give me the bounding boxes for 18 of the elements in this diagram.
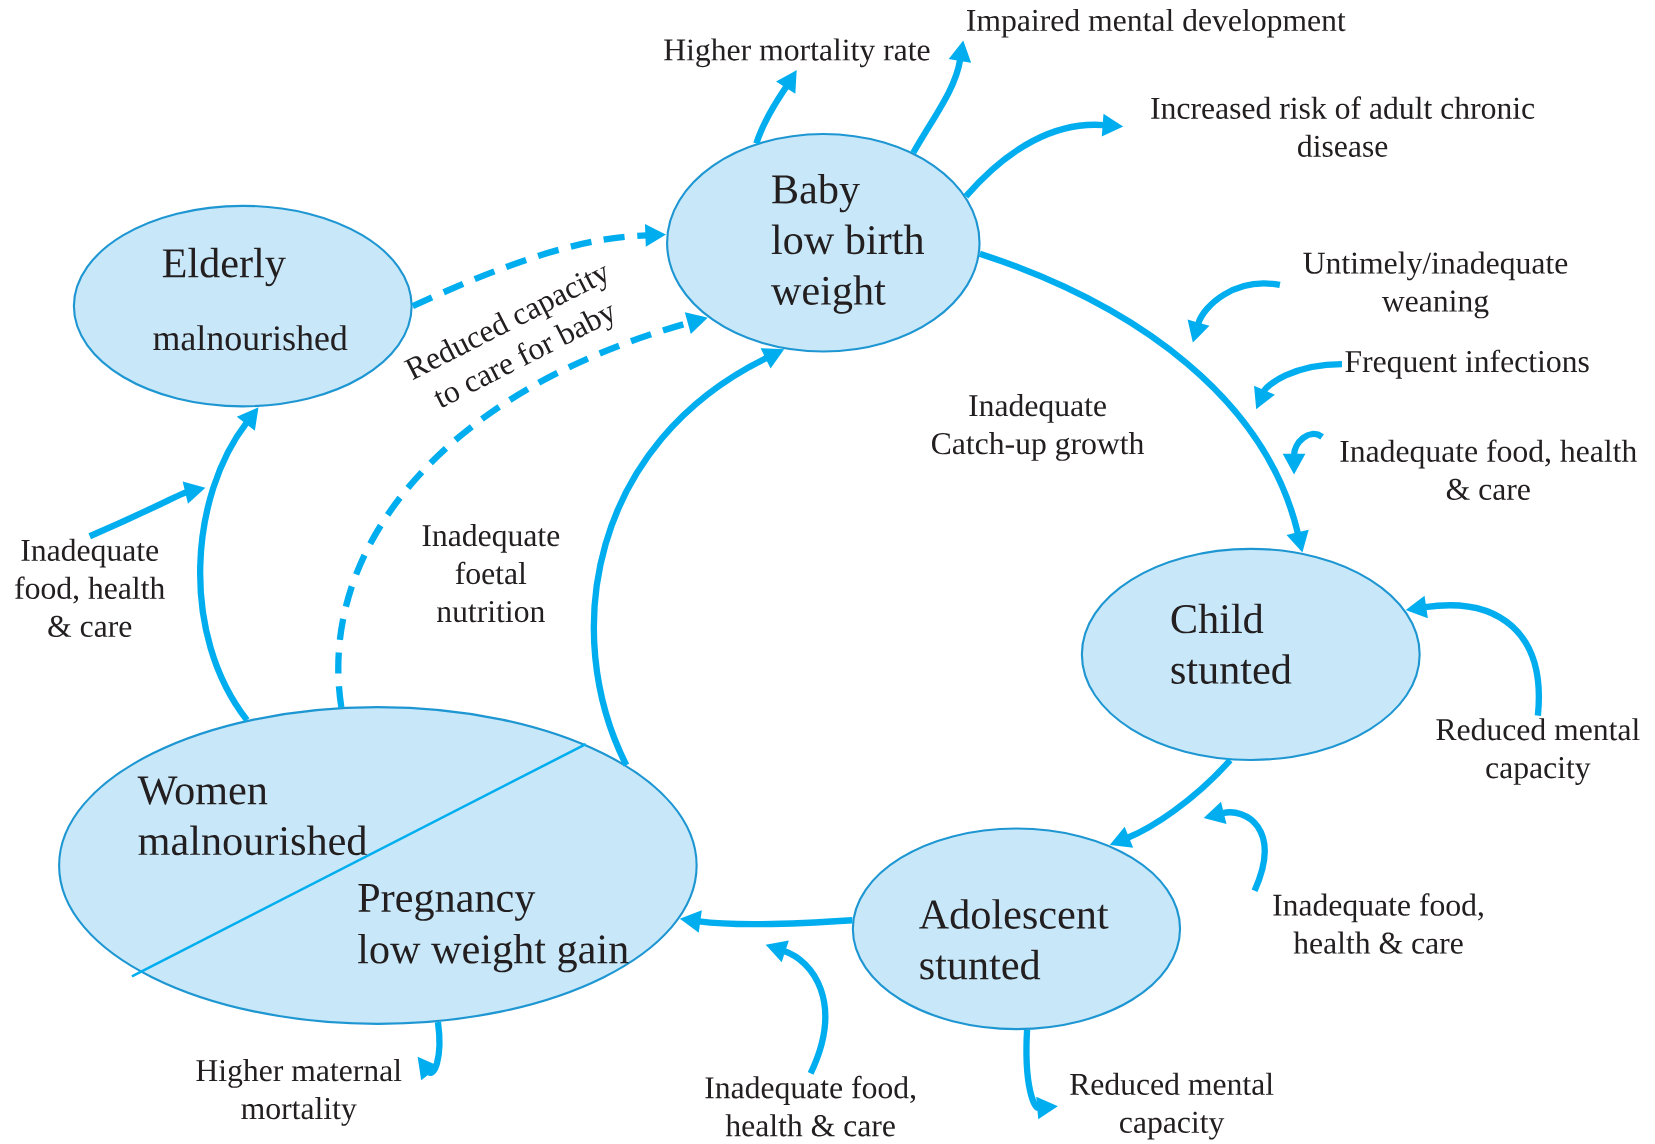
ellipse-node: Baby low birth weight [666,132,981,353]
ellipse-node: Adolescent stunted [851,827,1182,1031]
note-text: Higher mortality rate [664,38,930,68]
note-text: Higher maternal mortality [196,1059,402,1126]
note-text: Inadequate food, health & care [15,538,165,637]
ellipse-node: Child stunted [1080,547,1421,761]
note-text: Inadequate food, health & care [1273,893,1483,954]
note-text: Frequent infections [1345,349,1589,379]
note-text: Reduced mental capacity [1070,1072,1274,1140]
note-text: Inadequate food, health & care [1340,439,1637,500]
label-text: Inadequate foetal nutrition [422,523,560,623]
note-text: Inadequate food, health & care [705,1075,916,1137]
ellipse-node: Women malnourished Pregnancy low weight gain [58,706,698,1025]
label-text: Inadequate Catch-up growth [932,394,1144,461]
note-text: Increased risk of adult chronic disease [1151,96,1535,157]
note-text: Untimely/inadequate weaning [1303,251,1568,319]
note-text: Impaired mental development [967,8,1346,38]
note-text: Reduced mental capacity [1436,718,1640,785]
